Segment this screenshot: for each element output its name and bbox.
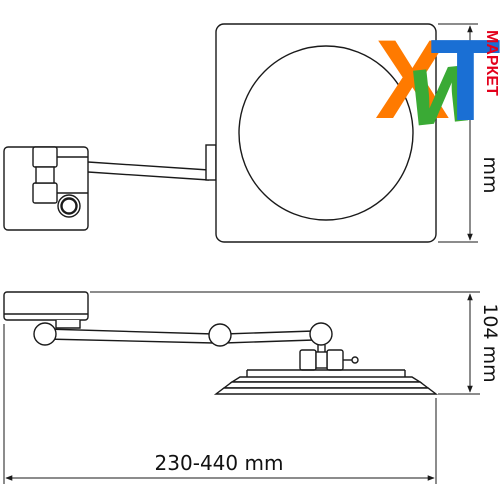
top-mirror-layer-2 [221,381,431,389]
top-hinge-right [326,349,344,371]
height-label: mm [479,156,500,193]
top-wall-plate [3,291,89,321]
front-hinge-top [32,146,58,168]
front-view [3,23,437,243]
logo-letter-x: Х [375,17,450,142]
width-label: 230-440 mm [155,451,284,475]
top-joint-2 [208,323,232,347]
height-dimension [438,23,478,243]
top-joint-3 [309,322,333,346]
top-arm-2 [223,330,315,335]
front-knob-inner [60,197,78,215]
hit-market-logo: Х и Т МАРКЕТ [375,15,500,149]
logo-letter-i: и [402,27,478,149]
front-hinge-middle [35,166,55,184]
front-arm-top [87,161,210,171]
logo-word-market: МАРКЕТ [483,30,500,96]
front-connector [205,144,217,181]
depth-dimension [90,291,480,395]
top-hinge-left [299,349,317,371]
front-mirror-circle [238,45,414,221]
depth-label: 104 mm [479,303,500,382]
front-hinge-bottom [32,182,58,204]
top-view [3,291,439,395]
logo-letter-t: Т [430,15,500,145]
width-dimension [3,324,437,484]
top-joint-1 [33,322,57,346]
top-mirror-layer-3 [213,387,439,395]
top-arm-1 [44,328,215,335]
front-arm-bottom [87,171,210,181]
top-mirror-layer-1 [229,376,423,383]
